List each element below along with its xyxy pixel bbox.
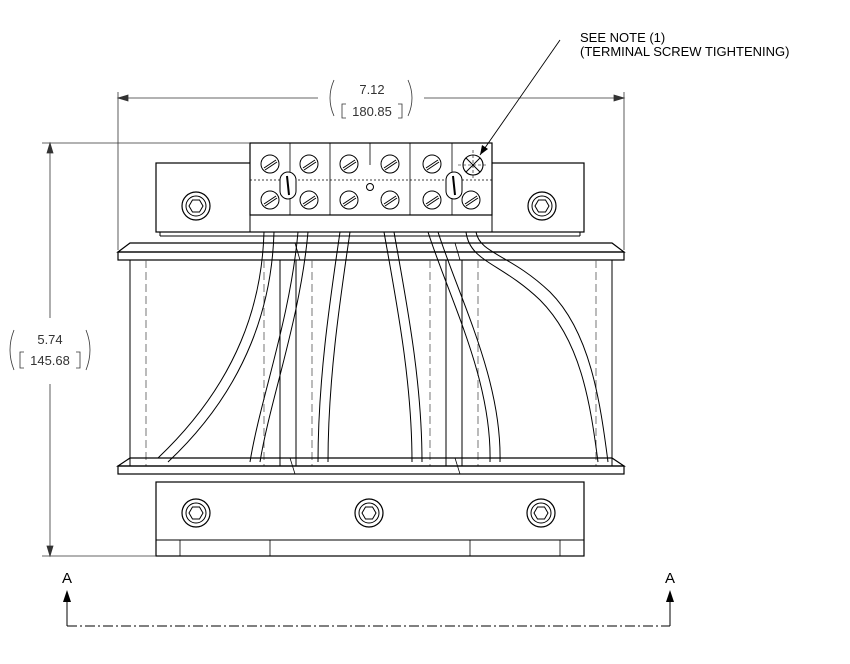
coil-left — [129, 259, 281, 467]
height-dimension — [9, 141, 250, 558]
note-line-1: SEE NOTE (1) — [580, 30, 665, 45]
bracket-bolt-top-right — [527, 191, 557, 221]
section-cut-line — [63, 590, 674, 627]
section-label-left: A — [62, 570, 72, 587]
bottom-bracket — [155, 481, 585, 557]
bracket-bolt-top-left — [181, 191, 211, 221]
width-dim-mm: 180.85 — [352, 104, 392, 119]
note-line-2: (TERMINAL SCREW TIGHTENING) — [580, 44, 789, 59]
bracket-bolt-bottom-left — [181, 498, 211, 528]
height-dim-inches: 5.74 — [37, 332, 62, 347]
height-dim-mm: 145.68 — [30, 353, 70, 368]
bracket-bolt-bottom-right — [526, 498, 556, 528]
note-leader — [479, 39, 561, 156]
section-label-right: A — [665, 570, 675, 587]
width-dim-inches: 7.12 — [359, 82, 384, 97]
lower-core-flange — [116, 457, 626, 475]
upper-core-flange — [116, 242, 626, 261]
terminal-screw-noted — [458, 150, 488, 180]
width-dimension — [116, 79, 626, 250]
bracket-bolt-bottom-center — [354, 498, 384, 528]
ground-jumpers — [279, 171, 463, 200]
lead-wires — [157, 231, 609, 463]
